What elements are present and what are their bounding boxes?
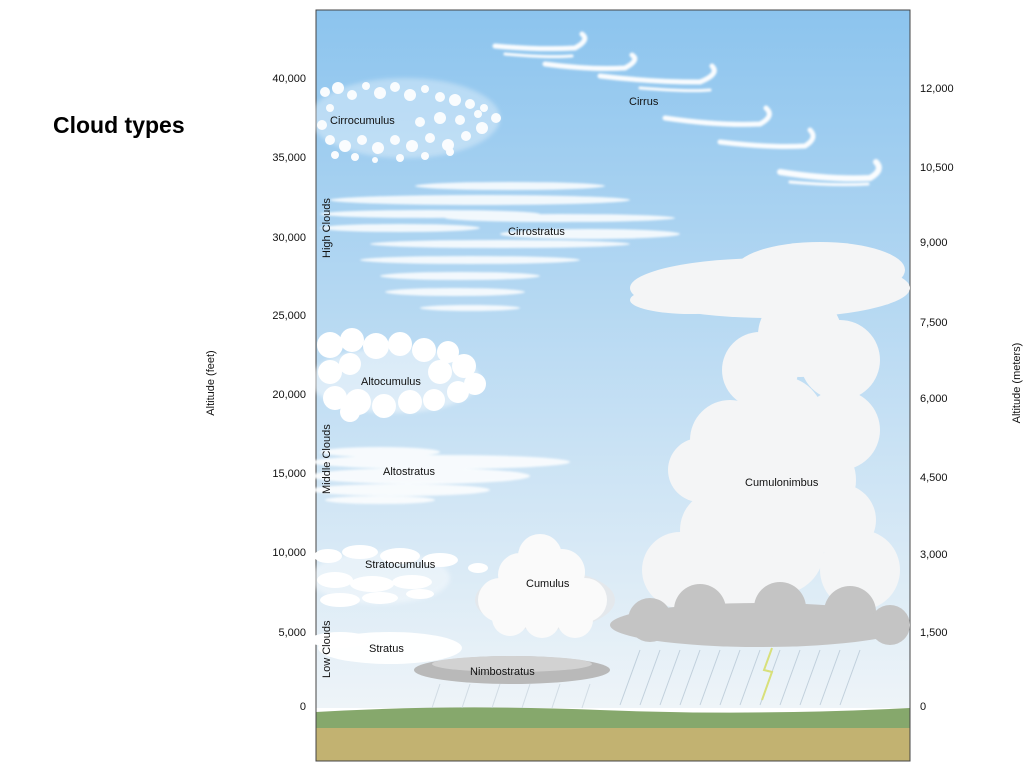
altostratus-cloud <box>310 447 570 504</box>
label-cumulonimbus: Cumulonimbus <box>745 477 819 489</box>
ground <box>316 728 910 761</box>
label-altocumulus: Altocumulus <box>361 376 421 388</box>
group-label-middle: Middle Clouds <box>321 424 333 494</box>
altocumulus-cloud <box>310 328 486 422</box>
stratocumulus-cloud <box>310 545 488 607</box>
nimbostratus-cloud <box>414 656 610 709</box>
left-tick: 15,000 <box>272 468 306 480</box>
label-stratus: Stratus <box>369 643 404 655</box>
right-tick: 12,000 <box>920 83 954 95</box>
lightning-icon <box>761 647 774 701</box>
cirrostratus-cloud <box>320 182 680 311</box>
label-altostratus: Altostratus <box>383 466 435 478</box>
left-tick: 5,000 <box>278 627 306 639</box>
right-tick: 7,500 <box>920 317 948 329</box>
left-axis: 40,000 35,000 30,000 25,000 20,000 15,00… <box>272 73 306 713</box>
label-nimbostratus: Nimbostratus <box>470 666 535 678</box>
right-axis-title: Altitude (meters) <box>1011 343 1023 424</box>
right-tick: 3,000 <box>920 549 948 561</box>
left-tick: 10,000 <box>272 547 306 559</box>
right-tick: 1,500 <box>920 627 948 639</box>
cirrus-cloud <box>492 31 882 187</box>
right-axis: 12,000 10,500 9,000 7,500 6,000 4,500 3,… <box>920 83 954 713</box>
left-tick: 30,000 <box>272 232 306 244</box>
group-label-low: Low Clouds <box>321 620 333 678</box>
label-cirrostratus: Cirrostratus <box>508 226 565 238</box>
label-cumulus: Cumulus <box>526 578 570 590</box>
page-title: Cloud types <box>53 112 185 138</box>
left-tick: 0 <box>300 701 306 713</box>
left-axis-title: Altitude (feet) <box>205 350 217 415</box>
right-tick: 4,500 <box>920 472 948 484</box>
right-tick: 0 <box>920 701 926 713</box>
right-tick: 6,000 <box>920 393 948 405</box>
left-tick: 40,000 <box>272 73 306 85</box>
left-tick: 25,000 <box>272 310 306 322</box>
cirrocumulus-cloud <box>310 78 501 163</box>
right-tick: 9,000 <box>920 237 948 249</box>
label-cirrus: Cirrus <box>629 96 659 108</box>
label-stratocumulus: Stratocumulus <box>365 559 436 571</box>
left-tick: 20,000 <box>272 389 306 401</box>
grass-strip <box>316 707 910 730</box>
left-tick: 35,000 <box>272 152 306 164</box>
stratus-cloud <box>310 632 462 664</box>
cumulonimbus-cloud <box>610 242 910 706</box>
group-label-high: High Clouds <box>321 198 333 258</box>
right-tick: 10,500 <box>920 162 954 174</box>
label-cirrocumulus: Cirrocumulus <box>330 115 395 127</box>
cumulus-cloud <box>475 534 615 638</box>
